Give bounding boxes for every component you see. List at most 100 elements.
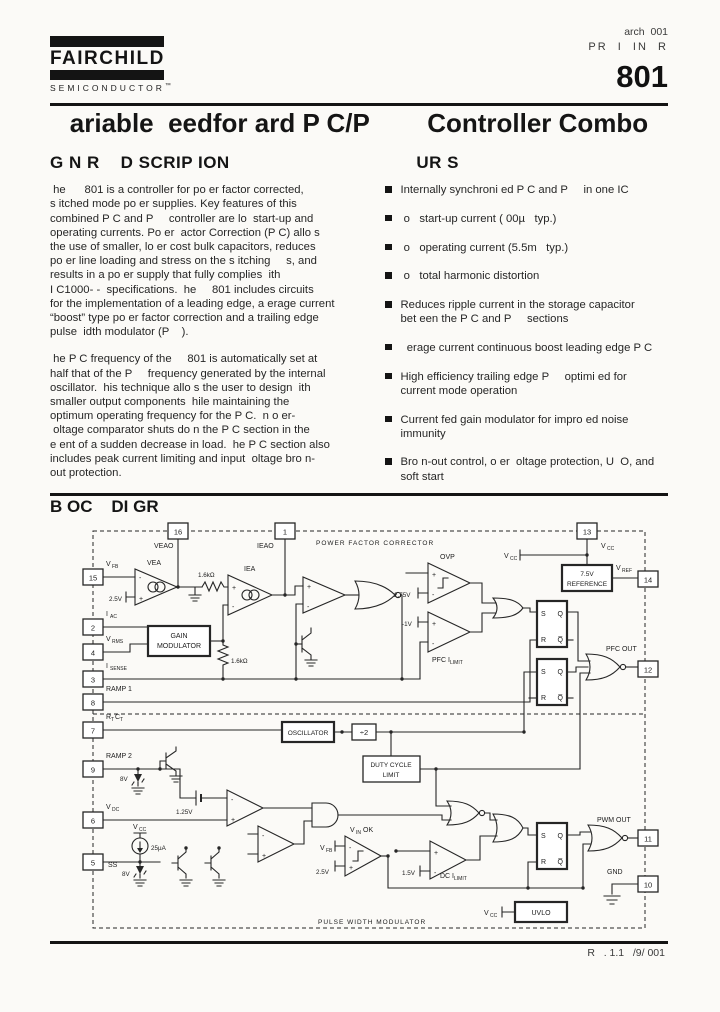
svg-text:SS: SS <box>108 862 118 869</box>
duty-cycle-limit-block: DUTY CYCLE LIMIT <box>362 755 421 783</box>
feature-item: Internally synchroni ed P C and P in one… <box>385 183 673 197</box>
pwm-flipflop: S Q R Q̅ <box>535 821 569 871</box>
feature-item: o start-up current ( 00µ typ.) <box>385 212 673 226</box>
value-labels: 2.5V 1.6kΩ 1.6kΩ 2.75V -1V 1.25V 8V 8V 2… <box>109 553 518 919</box>
block-diagram-heading: B OC DI GR <box>50 497 159 516</box>
bullet-icon <box>385 458 392 465</box>
pin-2: 2 I AC <box>82 611 117 636</box>
svg-text:9: 9 <box>91 766 95 775</box>
pin-5: 5 SS <box>82 853 118 871</box>
svg-text:I: I <box>106 611 108 618</box>
feature-item: High efficiency trailing edge P optimi e… <box>385 370 673 398</box>
description-paragraph-2: he P C frequency of the 801 is automatic… <box>50 353 330 480</box>
svg-text:V: V <box>106 561 111 568</box>
pfc-or-gate <box>491 597 524 619</box>
svg-text:V: V <box>106 804 111 811</box>
reference-block: 7.5V REFERENCE <box>560 563 614 593</box>
trademark-symbol: ™ <box>164 83 171 90</box>
zener-8v-a: 8V <box>120 776 129 783</box>
features-section: UR S Internally synchroni ed P C and P i… <box>385 154 673 498</box>
section-rule <box>50 493 668 496</box>
svg-text:15: 15 <box>89 574 97 583</box>
svg-text:8: 8 <box>91 699 95 708</box>
pfc-flipflop-2: S Q R Q̅ <box>535 657 569 707</box>
svg-text:2: 2 <box>91 624 95 633</box>
svg-text:C: C <box>115 714 120 721</box>
vea-amplifier: - + VEA <box>134 560 179 606</box>
logo-bar-bottom <box>50 70 164 80</box>
svg-text:Q: Q <box>558 833 564 840</box>
pwm-out-label: PWM OUT <box>597 817 632 824</box>
pin-6: 6 V DC <box>82 804 120 829</box>
svg-text:-: - <box>232 604 235 611</box>
svg-text:RMS: RMS <box>112 639 124 645</box>
pfc-section-label: POWER FACTOR CORRECTOR <box>316 540 434 547</box>
svg-text:R: R <box>541 859 546 866</box>
vea-label: VEA <box>147 560 161 567</box>
svg-text:OK: OK <box>363 827 373 834</box>
feature-item: o operating current (5.5m typ.) <box>385 241 673 255</box>
svg-text:6: 6 <box>91 817 95 826</box>
pfc-ilimit-label: PFC I <box>432 657 450 664</box>
svg-text:DC: DC <box>112 807 120 813</box>
svg-text:-: - <box>262 833 265 840</box>
svg-text:CC: CC <box>139 827 147 833</box>
block-diagram: POWER FACTOR CORRECTOR PULSE WIDTH MODUL… <box>82 522 659 929</box>
svg-text:+: + <box>231 817 235 824</box>
svg-text:-: - <box>434 870 437 877</box>
divide-by-2-block: ÷2 <box>351 723 377 741</box>
pfc-comparator: + - <box>302 576 347 614</box>
pwm-nor-gate <box>445 800 486 826</box>
ovp-comparator: + - OVP <box>427 554 472 604</box>
pin-3: 3 I SENSE <box>82 663 128 688</box>
bullet-icon <box>385 301 392 308</box>
pwm-comparator-2: - + <box>257 825 296 863</box>
svg-text:+: + <box>307 584 311 591</box>
svg-text:AC: AC <box>110 614 117 620</box>
logo-bar-top <box>50 36 164 47</box>
resistor-1k6-a: 1.6kΩ <box>198 572 215 579</box>
ovp-ref-2v75: 2.75V <box>394 592 411 599</box>
svg-text:LIMIT: LIMIT <box>454 876 467 882</box>
bullet-icon <box>385 186 392 193</box>
svg-text:7.5V: 7.5V <box>580 571 594 578</box>
svg-text:FB: FB <box>326 848 333 854</box>
junction-dots <box>136 553 589 890</box>
pwm-section-label: PULSE WIDTH MODULATOR <box>318 919 426 926</box>
feature-item: erage current continuous boost leading e… <box>385 341 673 355</box>
svg-text:Q: Q <box>558 611 564 618</box>
header-meta: arch 001 PR I IN R 801 <box>588 26 668 95</box>
svg-text:+: + <box>349 865 353 872</box>
footer-rule <box>50 941 668 944</box>
svg-text:REF: REF <box>622 568 632 574</box>
svg-text:+: + <box>434 850 438 857</box>
pfc-ilim-ref-m1v: -1V <box>402 621 413 628</box>
description-heading: G N R D SCRIP ION <box>50 153 230 172</box>
pwm-comparator-1: - + <box>226 789 265 827</box>
vcc-label-top: V <box>504 553 509 560</box>
svg-text:-: - <box>139 575 142 582</box>
svg-text:LIMIT: LIMIT <box>383 772 400 779</box>
bullet-icon <box>385 243 392 251</box>
pin-9: 9 RAMP 2 <box>82 753 132 778</box>
svg-text:DUTY CYCLE: DUTY CYCLE <box>370 762 412 769</box>
svg-text:5: 5 <box>91 859 95 868</box>
svg-text:+: + <box>262 853 266 860</box>
svg-text:I: I <box>106 663 108 670</box>
svg-text:V: V <box>601 543 606 550</box>
feature-item: Reduces ripple current in the storage ca… <box>385 298 673 326</box>
svg-text:Q̅: Q̅ <box>557 858 563 866</box>
resistor-1k6-b: 1.6kΩ <box>231 658 248 665</box>
dc-ilimit-label: DC I <box>440 873 454 880</box>
svg-text:R: R <box>541 695 546 702</box>
svg-text:+: + <box>139 596 143 603</box>
vcc-label-uvlo: V <box>484 910 489 917</box>
svg-text:+: + <box>432 621 436 628</box>
svg-text:11: 11 <box>644 835 652 844</box>
svg-text:UVLO: UVLO <box>531 910 551 917</box>
doc-status: PR I IN R <box>588 41 668 53</box>
svg-text:T: T <box>111 717 114 723</box>
pfc-out-label: PFC OUT <box>606 646 637 653</box>
ieao-label: IEAO <box>257 543 274 550</box>
pin-14: 14 V REF <box>616 565 659 588</box>
